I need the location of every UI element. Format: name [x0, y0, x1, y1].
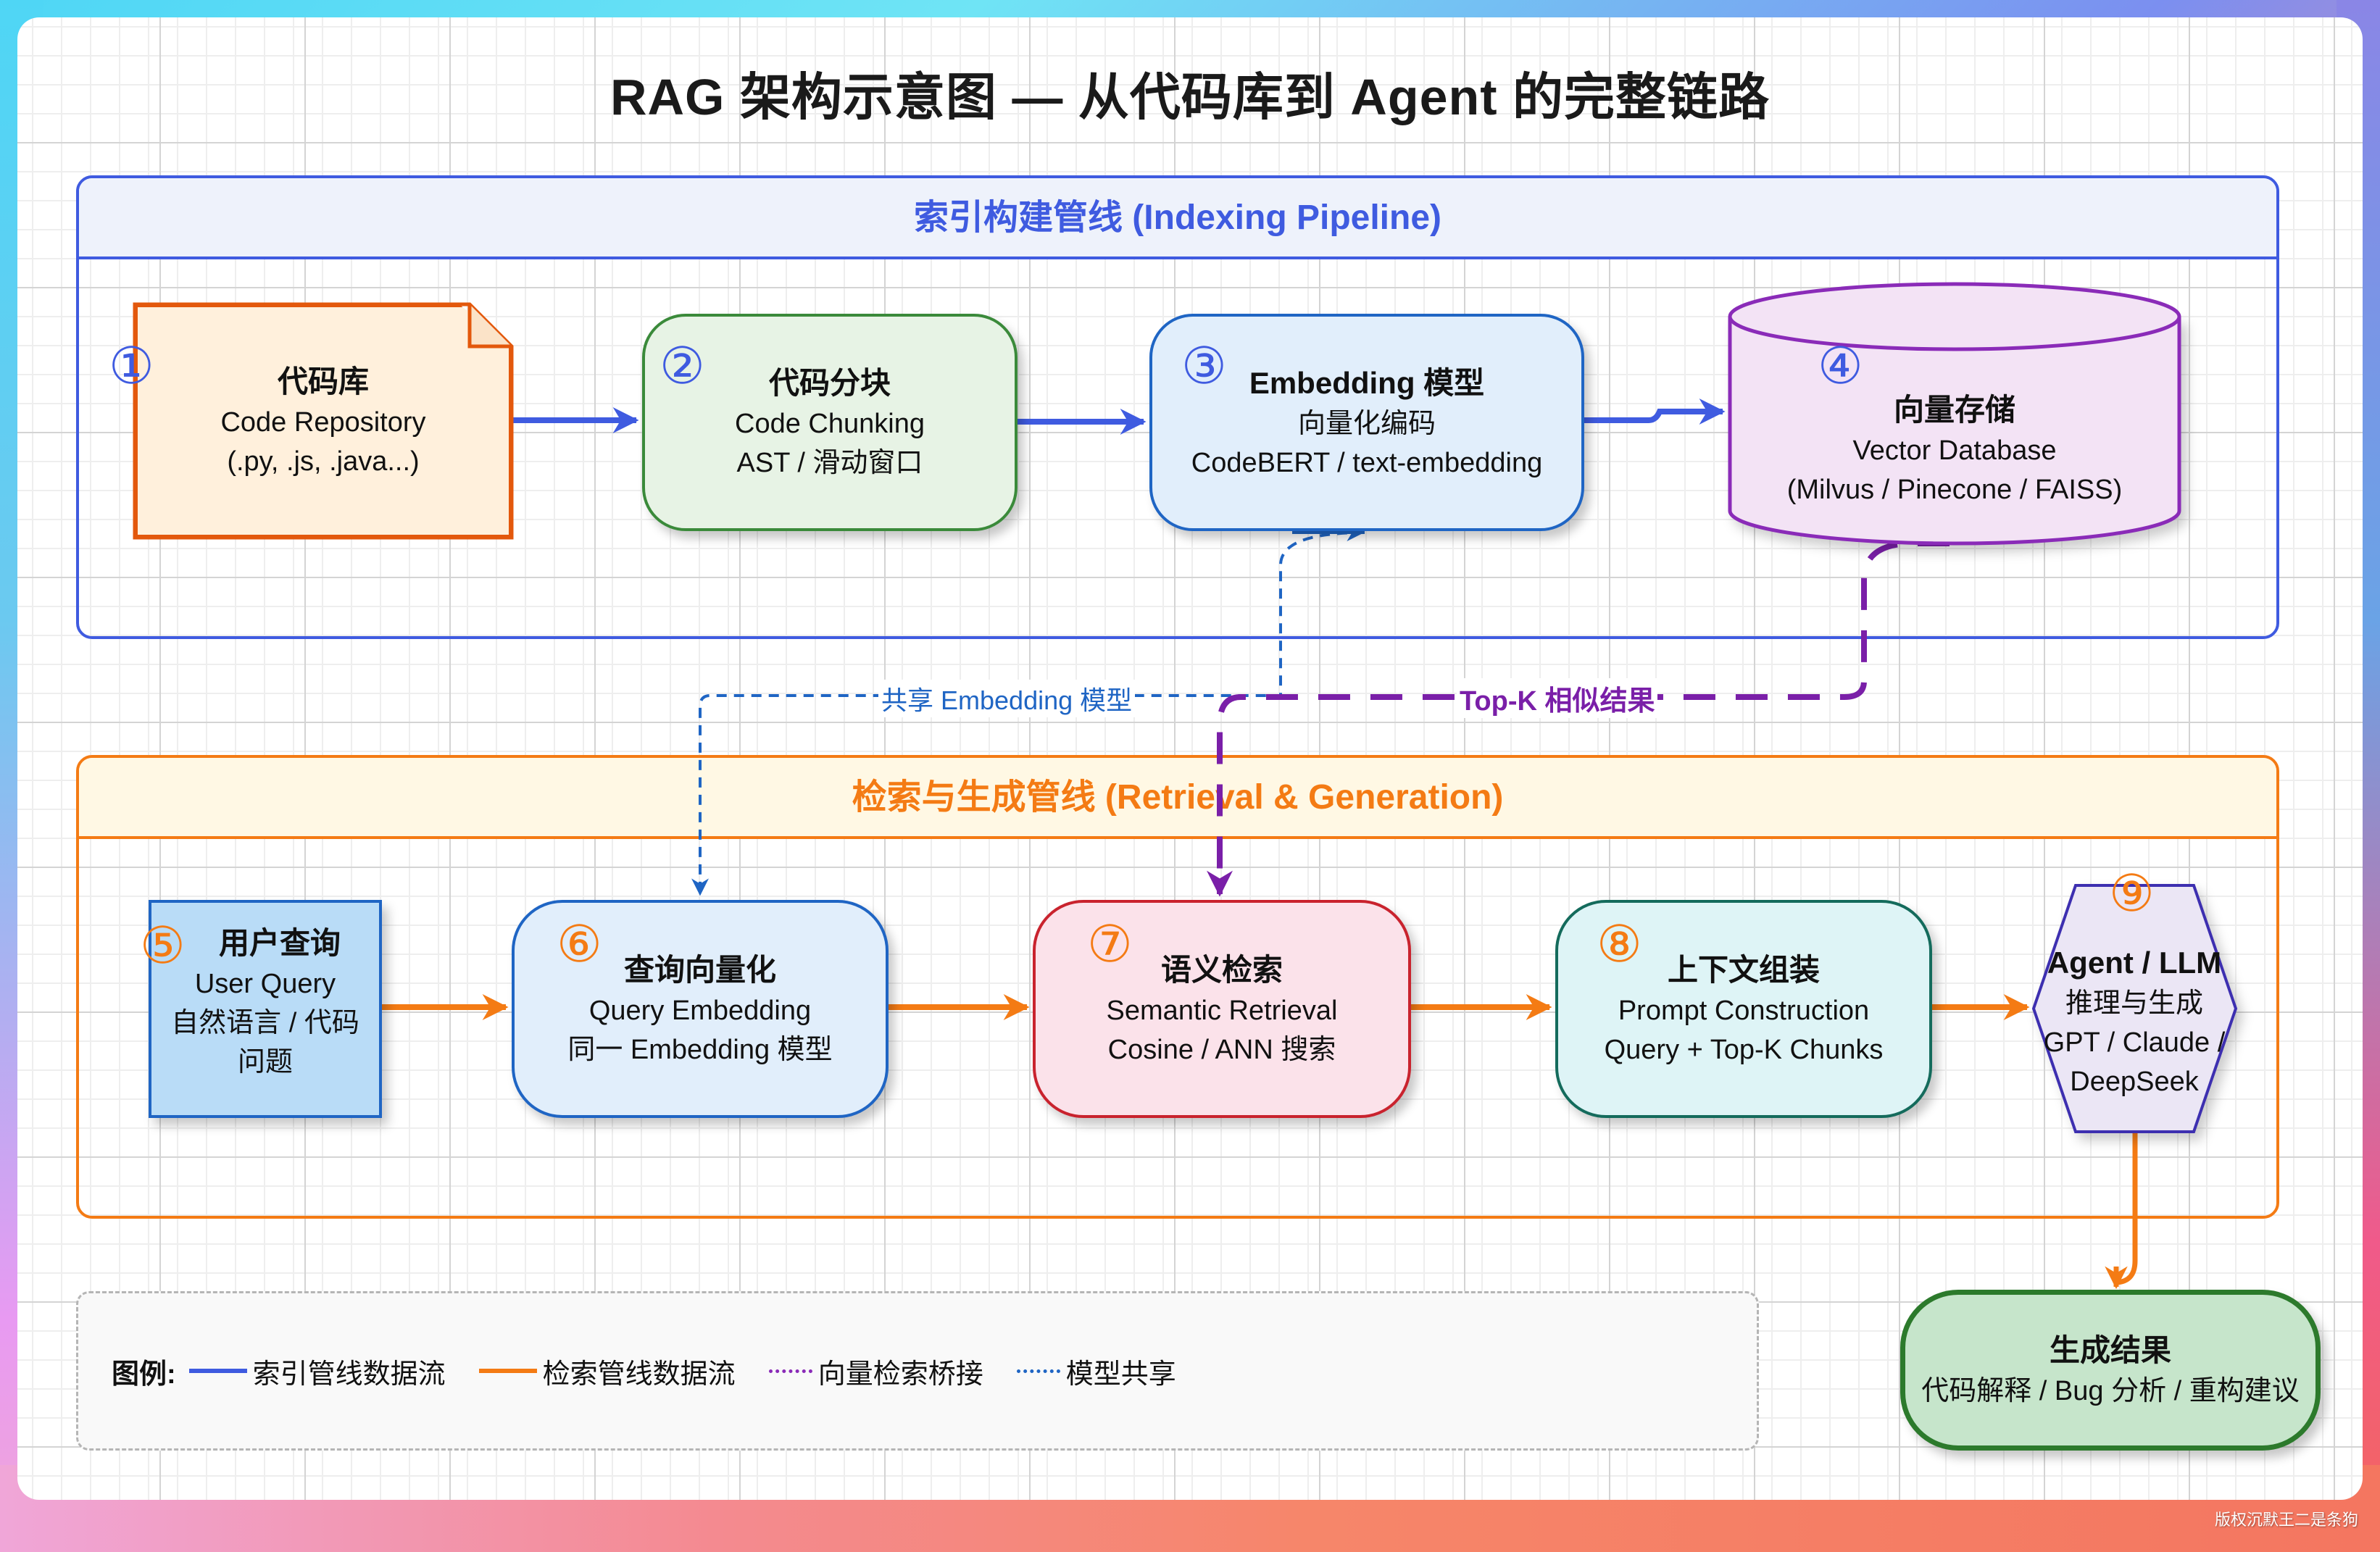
edge-label-topk: Top-K 相似结果	[1457, 678, 1658, 718]
node-code-repository[interactable]: 代码库 Code Repository (.py, .js, .java...)	[135, 304, 512, 538]
legend-swatch	[1016, 1369, 1060, 1373]
node-line: Cosine / ANN 搜索	[1107, 1034, 1336, 1065]
edge-shared-embedding	[691, 531, 1365, 896]
node-line: 自然语言 / 代码	[171, 1007, 359, 1038]
node-title: 代码分块	[768, 366, 891, 400]
node-title: 查询向量化	[623, 952, 776, 987]
legend-item-bridge: 向量检索桥接	[768, 1351, 983, 1391]
edge-label-shared-embedding: 共享 Embedding 模型	[878, 680, 1136, 717]
node-line: DeepSeek	[2070, 1067, 2199, 1097]
node-code-chunking[interactable]: 代码分块 Code Chunking AST / 滑动窗口	[642, 314, 1018, 531]
node-title: 用户查询	[218, 925, 341, 960]
legend-label: 模型共享	[1065, 1359, 1176, 1390]
node-title: Embedding 模型	[1249, 366, 1485, 400]
node-line: Prompt Construction	[1618, 995, 1870, 1026]
legend-label: 检索管线数据流	[542, 1359, 736, 1390]
node-line: GPT / Claude /	[2043, 1027, 2226, 1058]
node-line: Semantic Retrieval	[1106, 995, 1338, 1026]
node-line: 同一 Embedding 模型	[567, 1034, 833, 1065]
legend-item-indexing: 索引管线数据流	[188, 1351, 446, 1391]
legend-label: 索引管线数据流	[252, 1359, 446, 1390]
node-title: 语义检索	[1160, 952, 1283, 987]
node-line: Query Embedding	[588, 995, 812, 1026]
legend-swatch	[188, 1369, 247, 1373]
indexing-pipeline-header: 索引构建管线 (Indexing Pipeline)	[79, 178, 2276, 259]
step-number-6: ⑥	[557, 916, 602, 972]
node-prompt-construction[interactable]: 上下文组装 Prompt Construction Query + Top-K …	[1555, 900, 1932, 1118]
node-title: 生成结果	[2049, 1333, 2171, 1367]
step-number-3: ③	[1181, 338, 1227, 394]
legend-swatch	[768, 1369, 812, 1373]
step-number-2: ②	[660, 338, 705, 394]
node-title: 代码库	[277, 364, 369, 399]
step-number-4: ④	[1818, 338, 1863, 394]
node-line: CodeBERT / text-embedding	[1191, 448, 1543, 478]
node-user-query[interactable]: 用户查询 User Query 自然语言 / 代码 问题	[149, 900, 382, 1118]
legend-label: 向量检索桥接	[817, 1359, 983, 1390]
step-number-7: ⑦	[1087, 916, 1133, 972]
legend-item-retrieval: 检索管线数据流	[478, 1351, 736, 1391]
step-number-8: ⑧	[1597, 916, 1642, 972]
node-line: Code Chunking	[735, 409, 925, 439]
retrieval-pipeline-header: 检索与生成管线 (Retrieval & Generation)	[79, 758, 2276, 839]
edge-topk-bridge	[1207, 541, 1950, 897]
node-line: 向量化编码	[1297, 409, 1436, 439]
node-line: (.py, .js, .java...)	[227, 446, 420, 477]
edge-llm-to-result	[2114, 1132, 2138, 1285]
node-title: 向量存储	[1893, 393, 2015, 427]
node-line: User Query	[194, 968, 336, 999]
step-number-5: ⑤	[140, 917, 186, 974]
node-generated-result[interactable]: 生成结果 代码解释 / Bug 分析 / 重构建议	[1900, 1290, 2321, 1451]
node-line: 问题	[237, 1046, 293, 1077]
node-embedding-model[interactable]: Embedding 模型 向量化编码 CodeBERT / text-embed…	[1149, 314, 1584, 531]
node-title: Agent / LLM	[2047, 946, 2222, 980]
node-title: 上下文组装	[1667, 952, 1820, 987]
step-number-1: ①	[109, 338, 154, 394]
node-line: 代码解释 / Bug 分析 / 重构建议	[1921, 1376, 2300, 1406]
node-line: Query + Top-K Chunks	[1604, 1034, 1884, 1065]
edge-embedding-to-vectordb	[1584, 399, 1726, 425]
retrieval-pipeline-panel: 检索与生成管线 (Retrieval & Generation)	[76, 755, 2279, 1219]
node-query-embedding[interactable]: 查询向量化 Query Embedding 同一 Embedding 模型	[512, 900, 889, 1118]
node-line: 推理与生成	[2065, 988, 2203, 1019]
legend-item-shared: 模型共享	[1016, 1351, 1176, 1391]
legend-title: 图例:	[112, 1359, 176, 1390]
node-semantic-retrieval[interactable]: 语义检索 Semantic Retrieval Cosine / ANN 搜索	[1033, 900, 1411, 1118]
diagram-title: RAG 架构示意图 — 从代码库到 Agent 的完整链路	[609, 69, 1771, 125]
node-line: (Milvus / Pinecone / FAISS)	[1786, 475, 2123, 505]
node-line: Code Repository	[220, 407, 426, 438]
step-number-9: ⑨	[2109, 865, 2155, 922]
node-agent-llm[interactable]: Agent / LLM 推理与生成 GPT / Claude / DeepSee…	[2022, 920, 2247, 1123]
node-line: AST / 滑动窗口	[736, 448, 923, 478]
node-line: Vector Database	[1852, 435, 2057, 466]
legend-swatch	[478, 1369, 537, 1373]
node-vector-database[interactable]: 向量存储 Vector Database (Milvus / Pinecone …	[1730, 362, 2179, 536]
indexing-pipeline-panel: 索引构建管线 (Indexing Pipeline)	[76, 175, 2279, 639]
watermark: 版权沉默王二是条狗	[2214, 1511, 2358, 1529]
legend: 图例: 索引管线数据流 检索管线数据流 向量检索桥接 模型共享	[76, 1291, 1759, 1451]
